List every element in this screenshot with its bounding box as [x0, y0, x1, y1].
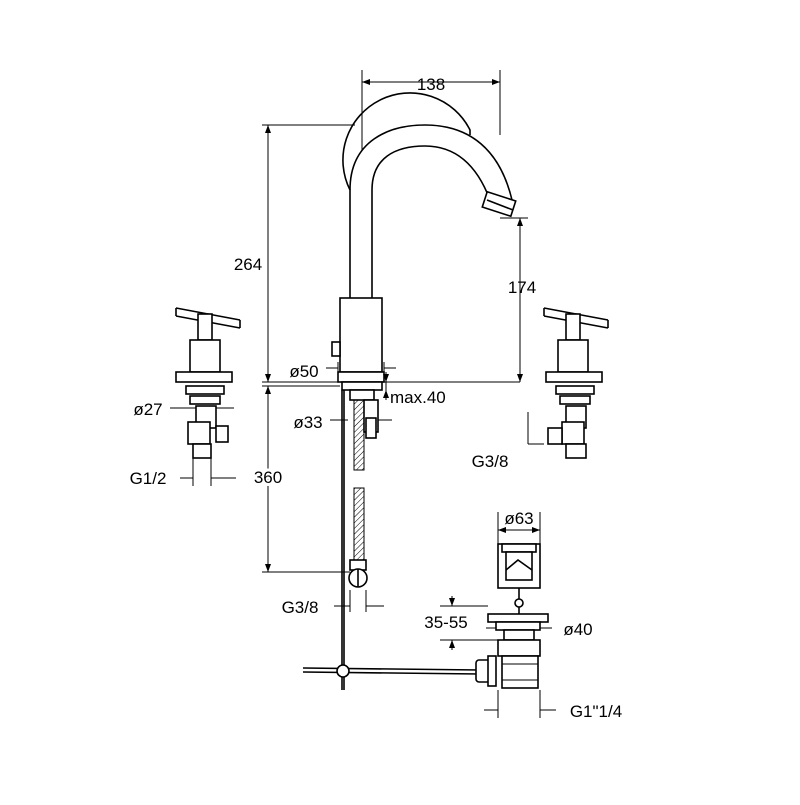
below-deck-length-label: 360 [254, 468, 282, 487]
deck-line [262, 381, 520, 387]
hose-connection-label: G3/8 [282, 598, 319, 617]
left-valve [175, 307, 241, 459]
waste-hole-label: ø40 [563, 620, 592, 639]
waste-range-label: 35-55 [424, 613, 467, 632]
base-diameter-label: ø50 [289, 362, 318, 381]
spout-height-label: 174 [508, 278, 536, 297]
lift-rod-knob [331, 341, 341, 357]
waste-assembly [487, 543, 549, 689]
max-thickness-label: max.40 [390, 388, 446, 407]
supply-hose [348, 399, 368, 588]
waste-diameter-label: ø63 [504, 509, 533, 528]
waste-thread-label: G1"1/4 [570, 702, 622, 721]
lift-rod [302, 390, 497, 690]
dimension-lines [170, 70, 556, 718]
valve-connection-right-label: G3/8 [472, 452, 509, 471]
spout-body [331, 92, 517, 439]
spout-reach-label: 138 [417, 75, 445, 94]
valve-connection-left-label: G1/2 [130, 469, 167, 488]
shank-diameter-label: ø33 [293, 413, 322, 432]
total-height-label: 264 [234, 255, 262, 274]
right-valve [543, 307, 609, 459]
valve-shank-diameter-label: ø27 [133, 400, 162, 419]
